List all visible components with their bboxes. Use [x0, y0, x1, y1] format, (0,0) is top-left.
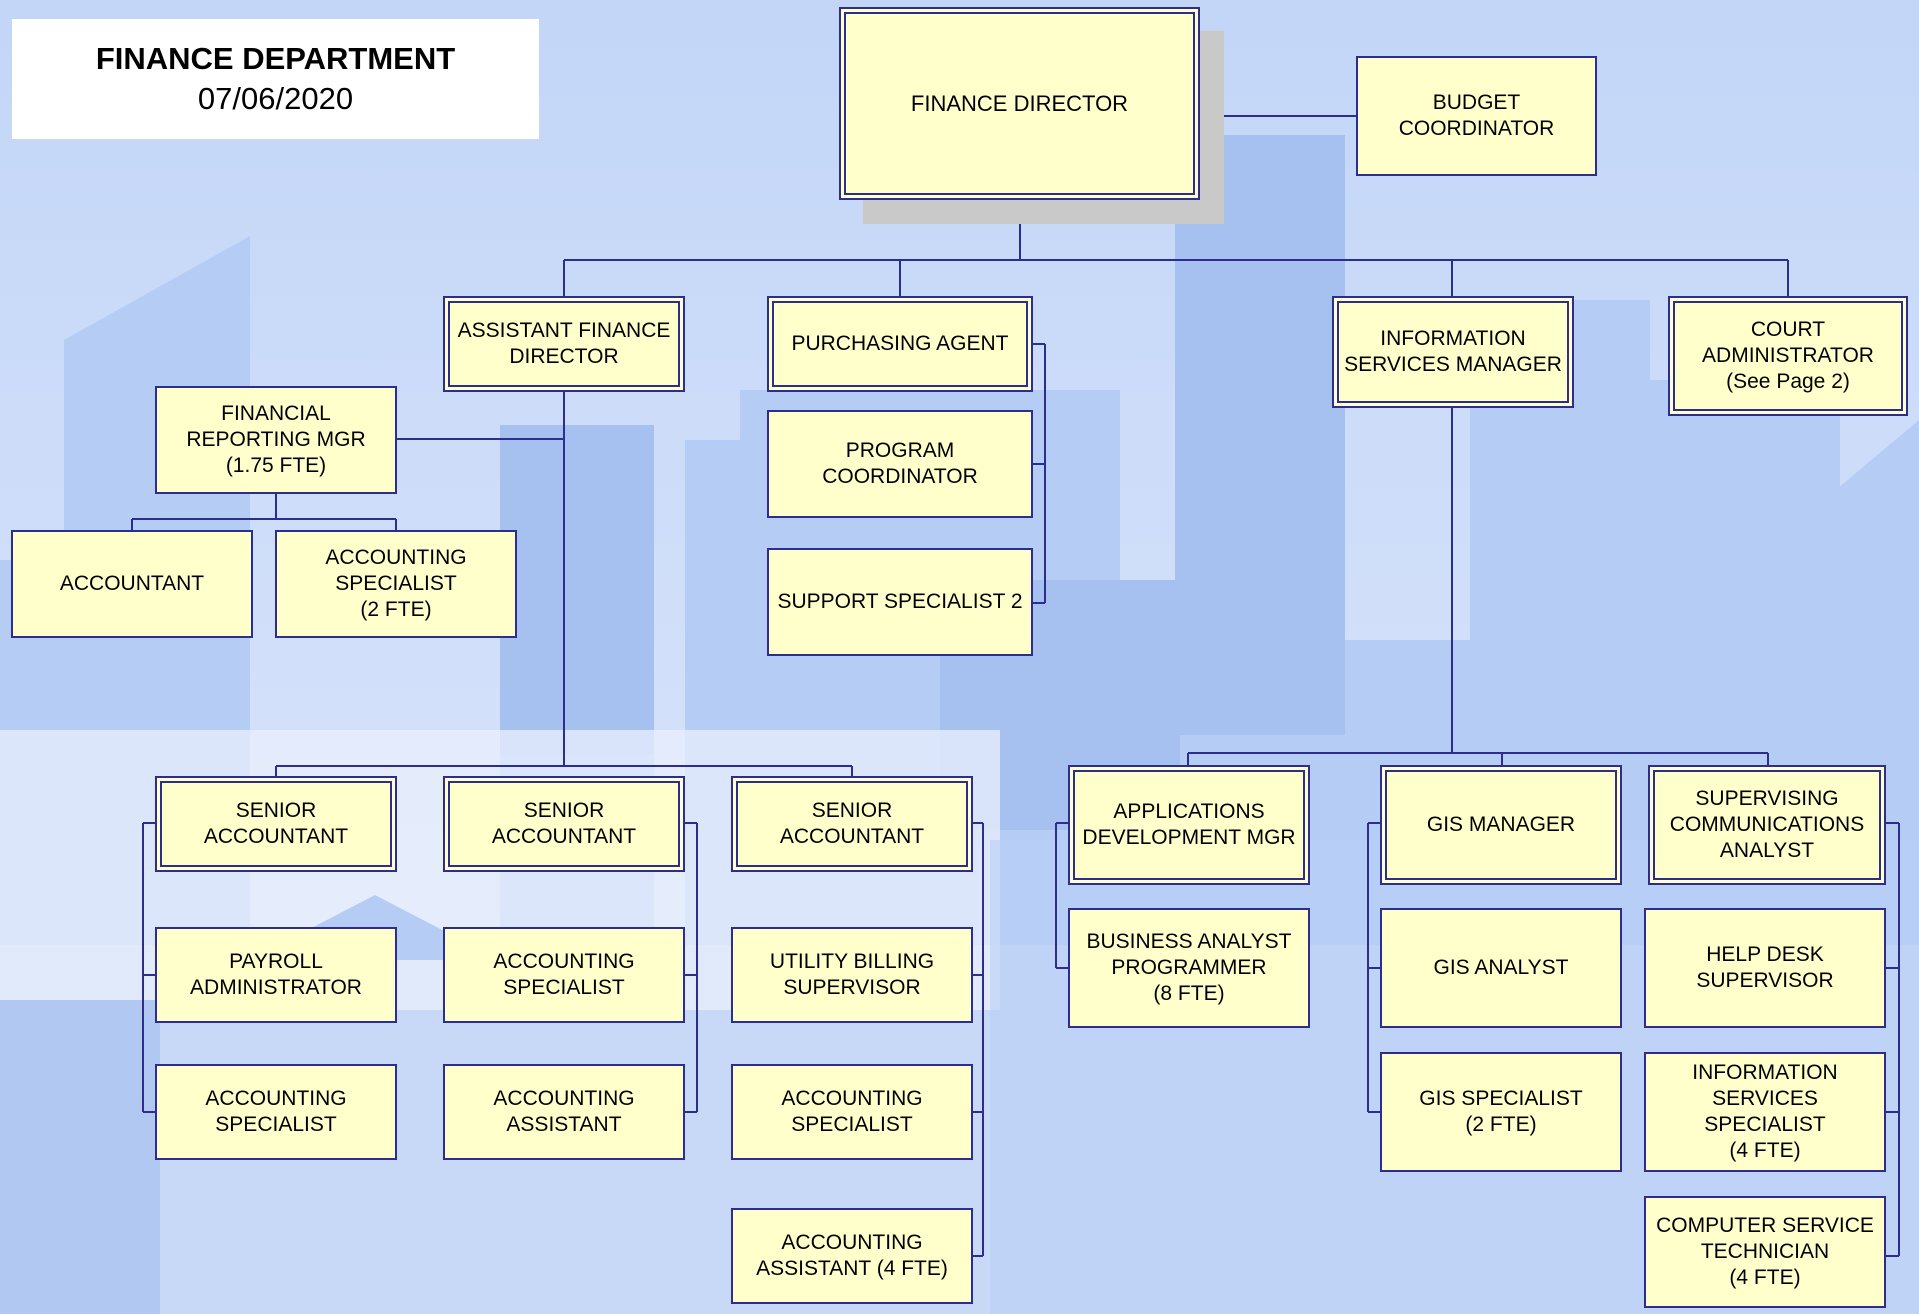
accounting-specialist-box[interactable]: ACCOUNTING SPECIALIST	[443, 927, 685, 1023]
assistant-finance-director-box[interactable]: ASSISTANT FINANCE DIRECTOR	[443, 296, 685, 392]
accountant-box[interactable]: ACCOUNTANT	[11, 530, 253, 638]
utility-billing-supervisor-box[interactable]: UTILITY BILLING SUPERVISOR	[731, 927, 973, 1023]
program-coordinator-box[interactable]: PROGRAM COORDINATOR	[767, 410, 1033, 518]
purchasing-agent-box[interactable]: PURCHASING AGENT	[767, 296, 1033, 392]
accounting-assistant-4fte-box[interactable]: ACCOUNTING ASSISTANT (4 FTE)	[731, 1208, 973, 1304]
title-card: FINANCE DEPARTMENT 07/06/2020	[12, 19, 539, 139]
supervising-communications-analyst-box[interactable]: SUPERVISING COMMUNICATIONS ANALYST	[1648, 765, 1886, 885]
information-services-specialist-box[interactable]: INFORMATION SERVICES SPECIALIST (4 FTE)	[1644, 1052, 1886, 1172]
page-title: FINANCE DEPARTMENT	[95, 41, 456, 76]
help-desk-supervisor-box[interactable]: HELP DESK SUPERVISOR	[1644, 908, 1886, 1028]
budget-coordinator-box[interactable]: BUDGET COORDINATOR	[1356, 56, 1597, 176]
gis-manager-box[interactable]: GIS MANAGER	[1380, 765, 1622, 885]
gis-analyst-box[interactable]: GIS ANALYST	[1380, 908, 1622, 1028]
information-services-manager-box[interactable]: INFORMATION SERVICES MANAGER	[1332, 296, 1574, 408]
senior-accountant-box[interactable]: SENIOR ACCOUNTANT	[443, 776, 685, 872]
gis-specialist-box[interactable]: GIS SPECIALIST (2 FTE)	[1380, 1052, 1622, 1172]
applications-development-mgr-box[interactable]: APPLICATIONS DEVELOPMENT MGR	[1068, 765, 1310, 885]
accounting-specialist-box[interactable]: ACCOUNTING SPECIALIST	[731, 1064, 973, 1160]
computer-service-technician-box[interactable]: COMPUTER SERVICE TECHNICIAN (4 FTE)	[1644, 1196, 1886, 1308]
senior-accountant-box[interactable]: SENIOR ACCOUNTANT	[731, 776, 973, 872]
accounting-specialist-2fte-box[interactable]: ACCOUNTING SPECIALIST (2 FTE)	[275, 530, 517, 638]
business-analyst-programmer-box[interactable]: BUSINESS ANALYST PROGRAMMER (8 FTE)	[1068, 908, 1310, 1028]
page-date: 07/06/2020	[197, 81, 354, 116]
support-specialist-2-box[interactable]: SUPPORT SPECIALIST 2	[767, 548, 1033, 656]
payroll-administrator-box[interactable]: PAYROLL ADMINISTRATOR	[155, 927, 397, 1023]
financial-reporting-mgr-box[interactable]: FINANCIAL REPORTING MGR (1.75 FTE)	[155, 386, 397, 494]
accounting-specialist-box[interactable]: ACCOUNTING SPECIALIST	[155, 1064, 397, 1160]
finance-director-box[interactable]: FINANCE DIRECTOR	[839, 7, 1200, 200]
accounting-assistant-box[interactable]: ACCOUNTING ASSISTANT	[443, 1064, 685, 1160]
court-administrator-box[interactable]: COURT ADMINISTRATOR (See Page 2)	[1668, 296, 1908, 416]
senior-accountant-box[interactable]: SENIOR ACCOUNTANT	[155, 776, 397, 872]
